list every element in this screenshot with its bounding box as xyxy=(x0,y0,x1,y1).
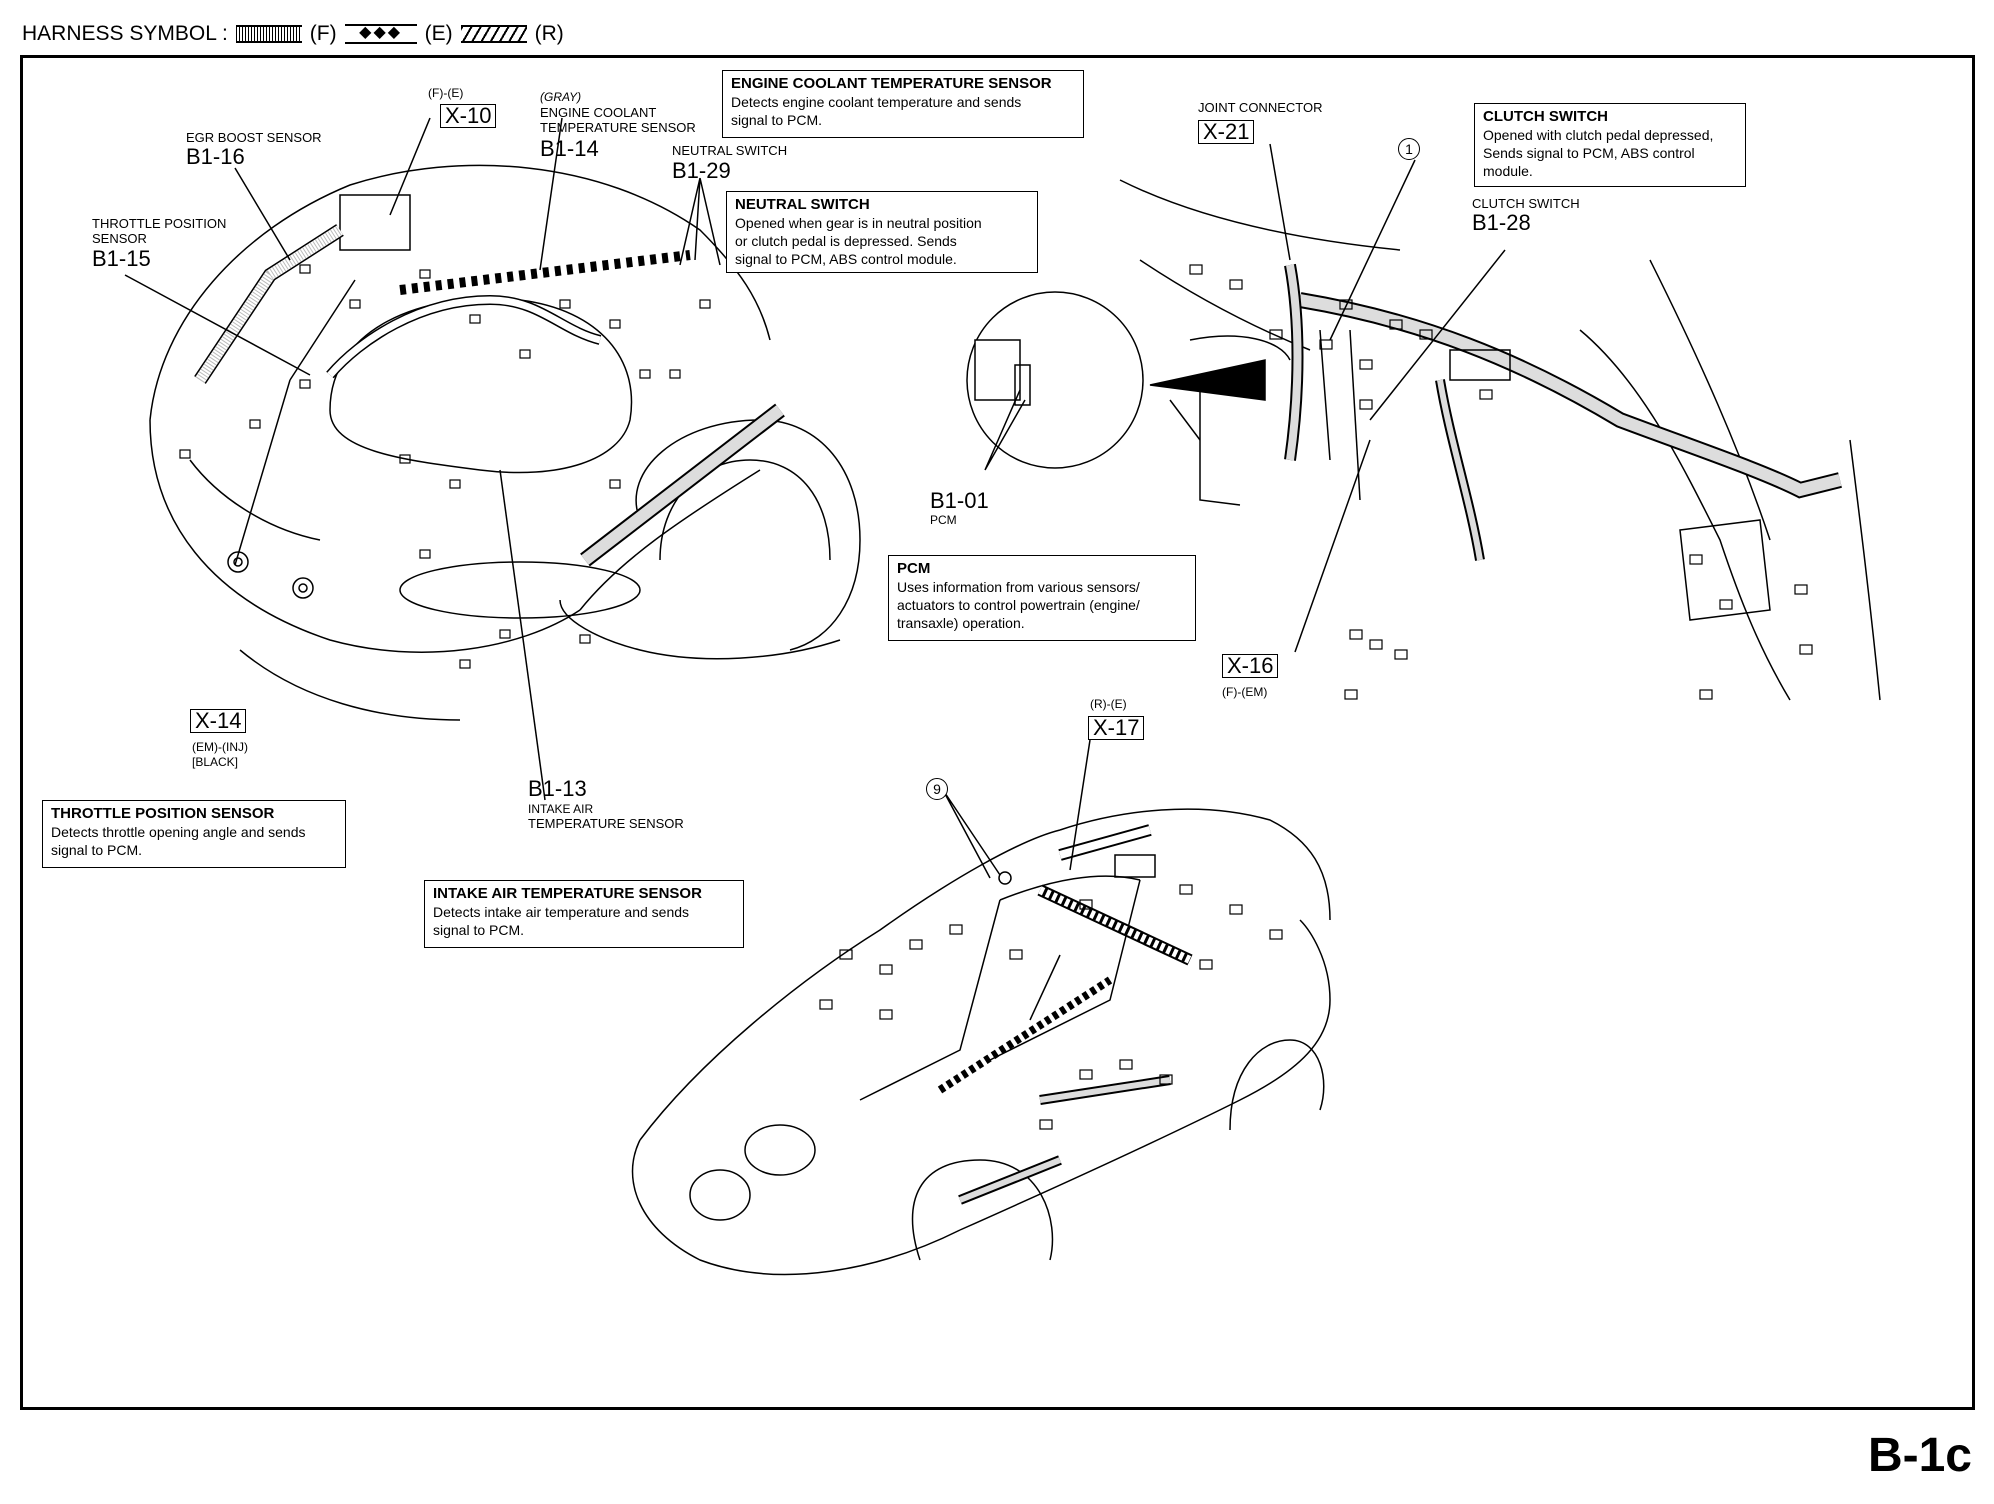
pcm-line: transaxle) operation. xyxy=(897,615,1025,631)
tps-title: THROTTLE POSITION SENSOR xyxy=(51,805,275,822)
b1-15-name-line1: THROTTLE POSITION xyxy=(92,216,227,231)
b1-15-name-line2: SENSOR xyxy=(92,231,147,246)
diagram-frame xyxy=(20,55,1975,1410)
tps-line: Detects throttle opening angle and sends xyxy=(51,824,306,840)
neutral-switch-line: signal to PCM, ABS control module. xyxy=(735,251,957,267)
ect-sensor-line: signal to PCM. xyxy=(731,112,823,128)
b1-29-code: B1-29 xyxy=(672,158,731,183)
b1-14-name-line1: ENGINE COOLANT xyxy=(540,105,657,120)
ect-sensor-description: ENGINE COOLANT TEMPERATURE SENSOR Detect… xyxy=(722,70,1084,138)
x17-circuit: (R)-(E) xyxy=(1090,697,1127,711)
x17-connector-code: X-17 xyxy=(1088,716,1145,740)
b1-01-name: PCM xyxy=(930,513,957,527)
b1-16-code: B1-16 xyxy=(186,144,245,169)
x10-circuit: (F)-(E) xyxy=(428,86,464,100)
legend-prefix: HARNESS SYMBOL : xyxy=(22,22,228,45)
neutral-switch-line: or clutch pedal is depressed. Sends xyxy=(735,233,957,249)
neutral-switch-line: Opened when gear is in neutral position xyxy=(735,215,982,231)
pcm-description: PCM Uses information from various sensor… xyxy=(888,555,1196,641)
clutch-switch-label: CLUTCH SWITCH xyxy=(1472,196,1580,211)
b1-15-code: B1-15 xyxy=(92,246,151,271)
clutch-switch-title: CLUTCH SWITCH xyxy=(1483,108,1608,125)
neutral-switch-title: NEUTRAL SWITCH xyxy=(735,196,870,213)
x16-circuit: (F)-(EM) xyxy=(1222,685,1268,699)
clutch-switch-line: Sends signal to PCM, ABS control xyxy=(1483,145,1695,161)
tps-description: THROTTLE POSITION SENSOR Detects throttl… xyxy=(42,800,346,868)
page-number: B-1c xyxy=(1867,1429,1972,1482)
clutch-switch-line: Opened with clutch pedal depressed, xyxy=(1483,127,1714,143)
x10-connector-code: X-10 xyxy=(440,104,497,128)
x14-color: [BLACK] xyxy=(192,755,239,769)
diamond-harness-symbol: ◆◆◆ xyxy=(344,24,417,44)
hatched-harness-symbol xyxy=(460,25,527,43)
egr-boost-sensor-label: EGR BOOST SENSOR xyxy=(186,130,322,145)
iat-sensor-line: Detects intake air temperature and sends xyxy=(433,904,690,920)
b1-14-name-line2: TEMPERATURE SENSOR xyxy=(540,120,696,135)
pcm-title: PCM xyxy=(897,560,931,577)
x16-connector-code: X-16 xyxy=(1222,654,1279,678)
legend-code-f: (F) xyxy=(309,22,337,45)
reference-number-1: 1 xyxy=(1398,138,1420,160)
pcm-line: Uses information from various sensors/ xyxy=(897,579,1140,595)
x21-connector-code: X-21 xyxy=(1198,120,1255,144)
ect-sensor-line: Detects engine coolant temperature and s… xyxy=(731,94,1022,110)
clutch-switch-description: CLUTCH SWITCH Opened with clutch pedal d… xyxy=(1474,103,1746,187)
b1-13-name-line2: TEMPERATURE SENSOR xyxy=(528,816,684,831)
legend-code-e: (E) xyxy=(424,22,453,45)
neutral-switch-description: NEUTRAL SWITCH Opened when gear is in ne… xyxy=(726,191,1038,273)
clutch-switch-line: module. xyxy=(1483,163,1533,179)
iat-sensor-line: signal to PCM. xyxy=(433,922,525,938)
x14-circuit: (EM)-(INJ) xyxy=(192,740,248,754)
b1-14-color: (GRAY) xyxy=(540,90,582,104)
tps-line: signal to PCM. xyxy=(51,842,143,858)
b1-13-code: B1-13 xyxy=(528,776,587,801)
pcm-line: actuators to control powertrain (engine/ xyxy=(897,597,1140,613)
x14-connector-code: X-14 xyxy=(190,709,247,733)
reference-number-9: 9 xyxy=(926,778,948,800)
ect-sensor-title: ENGINE COOLANT TEMPERATURE SENSOR xyxy=(731,75,1052,92)
b1-14-code: B1-14 xyxy=(540,136,599,161)
joint-connector-label: JOINT CONNECTOR xyxy=(1198,100,1323,115)
neutral-switch-label: NEUTRAL SWITCH xyxy=(672,143,788,158)
iat-sensor-description: INTAKE AIR TEMPERATURE SENSOR Detects in… xyxy=(424,880,744,948)
iat-sensor-title: INTAKE AIR TEMPERATURE SENSOR xyxy=(433,885,702,902)
b1-01-code: B1-01 xyxy=(930,488,989,513)
harness-symbol-legend: HARNESS SYMBOL : (F) ◆◆◆ (E) (R) xyxy=(22,22,564,46)
dotted-harness-symbol xyxy=(235,25,302,43)
legend-code-r: (R) xyxy=(534,22,564,45)
b1-28-code: B1-28 xyxy=(1472,210,1531,235)
b1-13-name-line1: INTAKE AIR xyxy=(528,802,594,816)
